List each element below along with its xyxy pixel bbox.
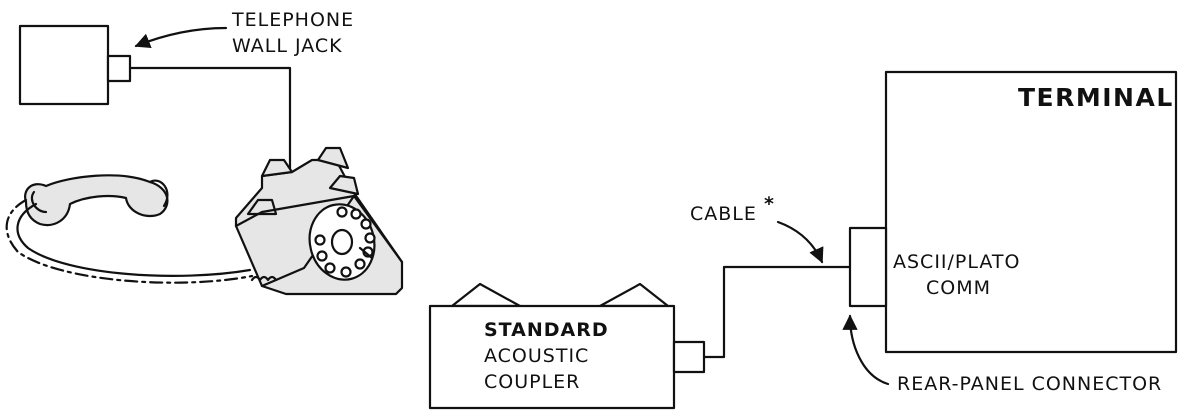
cable-footnote-mark: *: [764, 193, 775, 215]
wall-jack-box: [18, 24, 132, 106]
wall-jack-label-line1: TELEPHONE: [231, 9, 354, 31]
handset-cord-inner: [16, 202, 252, 277]
handset-cord: [5, 198, 254, 284]
wall-jack-label-line2: WALL JACK: [232, 35, 343, 57]
rear-panel-arrow: [842, 314, 890, 386]
terminal-label: TERMINAL: [1018, 83, 1174, 112]
comm-label-line2: COMM: [926, 277, 991, 299]
coupler-label-line3: COUPLER: [484, 371, 580, 393]
cable-line: [702, 265, 852, 359]
comm-label-line1: ASCII/PLATO: [893, 251, 1021, 273]
telephone-icon: [234, 146, 404, 296]
acoustic-coupler: [428, 282, 706, 410]
cable-label: CABLE: [690, 203, 757, 225]
cable-arrow: [776, 220, 824, 264]
coupler-label-line1: STANDARD: [484, 319, 609, 341]
jack-to-phone-wire: [128, 66, 292, 174]
coupler-label-line2: ACOUSTIC: [484, 345, 589, 367]
terminal-box: [848, 70, 1178, 354]
rear-panel-label: REAR-PANEL CONNECTOR: [897, 373, 1162, 395]
handset-icon: [24, 174, 169, 227]
wall-jack-arrow: [134, 26, 228, 49]
